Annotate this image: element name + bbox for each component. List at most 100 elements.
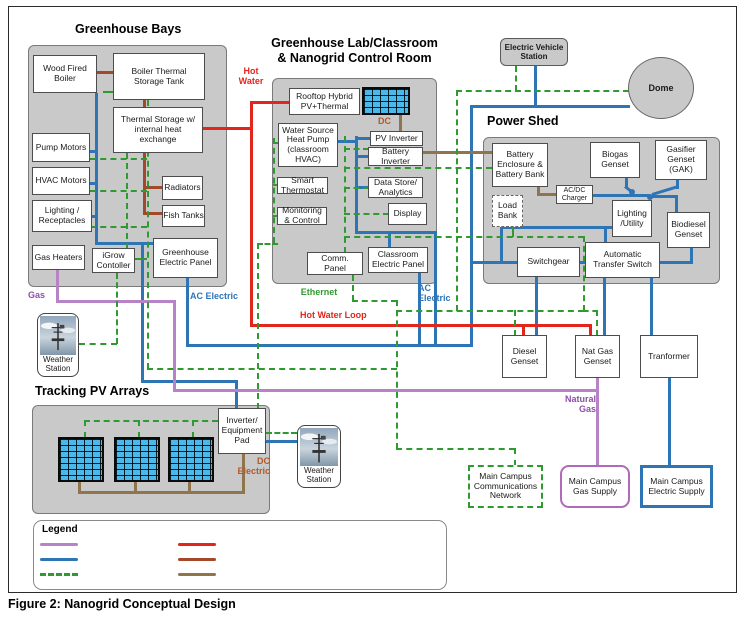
- comm-loadbank-stub: [512, 227, 514, 237]
- comm-ev-vert: [456, 90, 458, 311]
- comm-lab-left-link: [257, 243, 278, 245]
- natural-gas-label: Natural Gas: [564, 394, 596, 415]
- ethernet-label: Ethernet: [300, 287, 338, 297]
- ac-campus-electric-drop: [668, 378, 671, 466]
- comm-array1-drop: [84, 420, 86, 438]
- gas-heaters: Gas Heaters: [32, 245, 85, 270]
- gas-heaters-drop: [56, 270, 59, 303]
- transformer: Tranformer: [640, 335, 698, 378]
- ac-wshp-link: [338, 140, 357, 143]
- comm-ev-drop: [515, 66, 517, 91]
- comm-top-horiz: [456, 90, 629, 92]
- electric-vehicle-station: Electric Vehicle Station: [500, 38, 568, 66]
- ac-biodiesel-bottom-drop: [690, 248, 693, 264]
- comm-lab-mid-vert: [344, 136, 346, 253]
- hwno-storage-down: [143, 153, 146, 215]
- boiler-thermal-storage-tank: Boiler Thermal Storage Tank: [113, 53, 205, 100]
- comm-wshp-stub: [273, 142, 279, 144]
- ac-lighting-stub: [90, 215, 97, 218]
- legend-swatch-4: [178, 543, 216, 546]
- hvac-motors: HVAC Motors: [32, 167, 90, 195]
- comm-panel: Comm. Panel: [307, 252, 363, 275]
- switchgear: Switchgear: [517, 247, 580, 277]
- ac-biodiesel-ats-link: [660, 261, 692, 264]
- comm-array2-drop: [138, 420, 140, 438]
- hot-water-loop-label: Hot Water Loop: [300, 310, 367, 320]
- dc-array-bus: [78, 491, 245, 494]
- comm-ws-left-link: [79, 343, 117, 345]
- comm-thermostat-stub: [273, 184, 279, 186]
- monitoring-control: Monitoring & Control: [277, 205, 327, 225]
- hwno-radiators-link: [143, 186, 163, 189]
- ac-pvinv-link: [357, 137, 371, 140]
- display: Display: [388, 203, 427, 225]
- ac-shed-vertical: [470, 105, 473, 347]
- ac-hvac-stub: [90, 182, 97, 185]
- ac-greenhouse-trunk: [95, 93, 98, 245]
- dc-battenc-down: [537, 187, 540, 196]
- legend-swatch-1: [40, 543, 78, 546]
- comm-horiz-368: [147, 368, 397, 370]
- natgas-genset: Nat Gas Genset: [575, 335, 620, 378]
- battery-enclosure: Battery Enclosure & Battery Bank: [492, 143, 548, 187]
- dc-pv-inverter-drop: [399, 115, 402, 132]
- lab-title: Greenhouse Lab/Classroom & Nanogrid Cont…: [271, 36, 438, 65]
- comm-panel-drop: [352, 275, 354, 301]
- dc-pad-riser: [242, 452, 245, 493]
- ac-panel-drop: [186, 278, 189, 347]
- greenhouse-bays-title: Greenhouse Bays: [75, 22, 182, 36]
- biogas-genset: Biogas Genset: [590, 142, 640, 178]
- comm-pump-link: [90, 158, 147, 160]
- comm-network-drop: [514, 448, 516, 466]
- ac-biogas-drop: [625, 178, 628, 187]
- hwno-tank-storage: [143, 99, 146, 108]
- ac-pump-stub: [90, 150, 97, 153]
- figure-caption: Figure 2: Nanogrid Conceptual Design: [8, 597, 236, 611]
- smart-thermostat: Smart Thermostat: [277, 175, 328, 194]
- comm-main-trunk-vert: [396, 300, 398, 449]
- pump-motors: Pump Motors: [32, 133, 90, 162]
- comm-horiz-448: [396, 448, 515, 450]
- weather-station-right: Weather Station: [297, 425, 341, 488]
- gas-vert-1: [173, 300, 176, 391]
- data-store-analytics: Data Store/ Analytics: [368, 177, 423, 198]
- ac-biodiesel-top-drop: [675, 195, 678, 213]
- comm-ws-right-link: [266, 432, 297, 434]
- comm-horiz-310: [396, 310, 584, 312]
- ac-natgas-drop: [603, 278, 606, 336]
- diesel-genset: Diesel Genset: [502, 335, 547, 378]
- comm-battenc-line: [344, 167, 492, 169]
- ac-ats-top-stub: [604, 228, 607, 243]
- ac-transformer-drop: [650, 278, 653, 336]
- rooftop-pv-panel-icon: [362, 87, 410, 115]
- ac-top-horizontal: [470, 105, 630, 108]
- ac-charger-link: [593, 194, 650, 197]
- dc-battinv-battenc: [423, 151, 493, 154]
- ac-greenhouse-bus: [95, 242, 155, 245]
- hwno-fishtanks-link: [143, 212, 163, 215]
- pv-array-1: [58, 437, 104, 482]
- ac-lab-exit-horiz: [357, 231, 437, 234]
- hw50-diesel-drop: [522, 324, 525, 336]
- comm-diesel-stub: [514, 310, 516, 336]
- rooftop-hybrid-pv-thermal: Rooftop Hybrid PV+Thermal: [289, 88, 360, 115]
- dc-label: DC: [378, 116, 391, 126]
- legend-swatch-6: [178, 573, 216, 576]
- ac-pv-feed-horiz: [141, 380, 238, 383]
- lighting-receptacles: Lighting / Receptacles: [32, 200, 92, 232]
- comm-natgas-vert-upper: [583, 236, 585, 311]
- ac-gasifier-drop: [676, 180, 679, 189]
- dc-array2-drop: [134, 481, 137, 494]
- ac-electric-label-greenhouse: AC Electric: [190, 291, 239, 301]
- radiators: Radiators: [162, 176, 203, 200]
- comm-loadbank-line: [344, 236, 584, 238]
- ac-main-horizontal: [186, 344, 473, 347]
- comm-array3-drop: [192, 420, 194, 438]
- igrow-controller: iGrow Contoller: [92, 248, 135, 273]
- ac-pv-feed-vert: [141, 244, 144, 382]
- gas-label: Gas: [28, 290, 46, 300]
- legend-swatch-5: [178, 558, 216, 561]
- automatic-transfer-switch: Automatic Transfer Switch: [585, 242, 660, 278]
- weather-station-label: Weather Station: [42, 355, 74, 374]
- hw50-rooftop-link: [250, 101, 290, 104]
